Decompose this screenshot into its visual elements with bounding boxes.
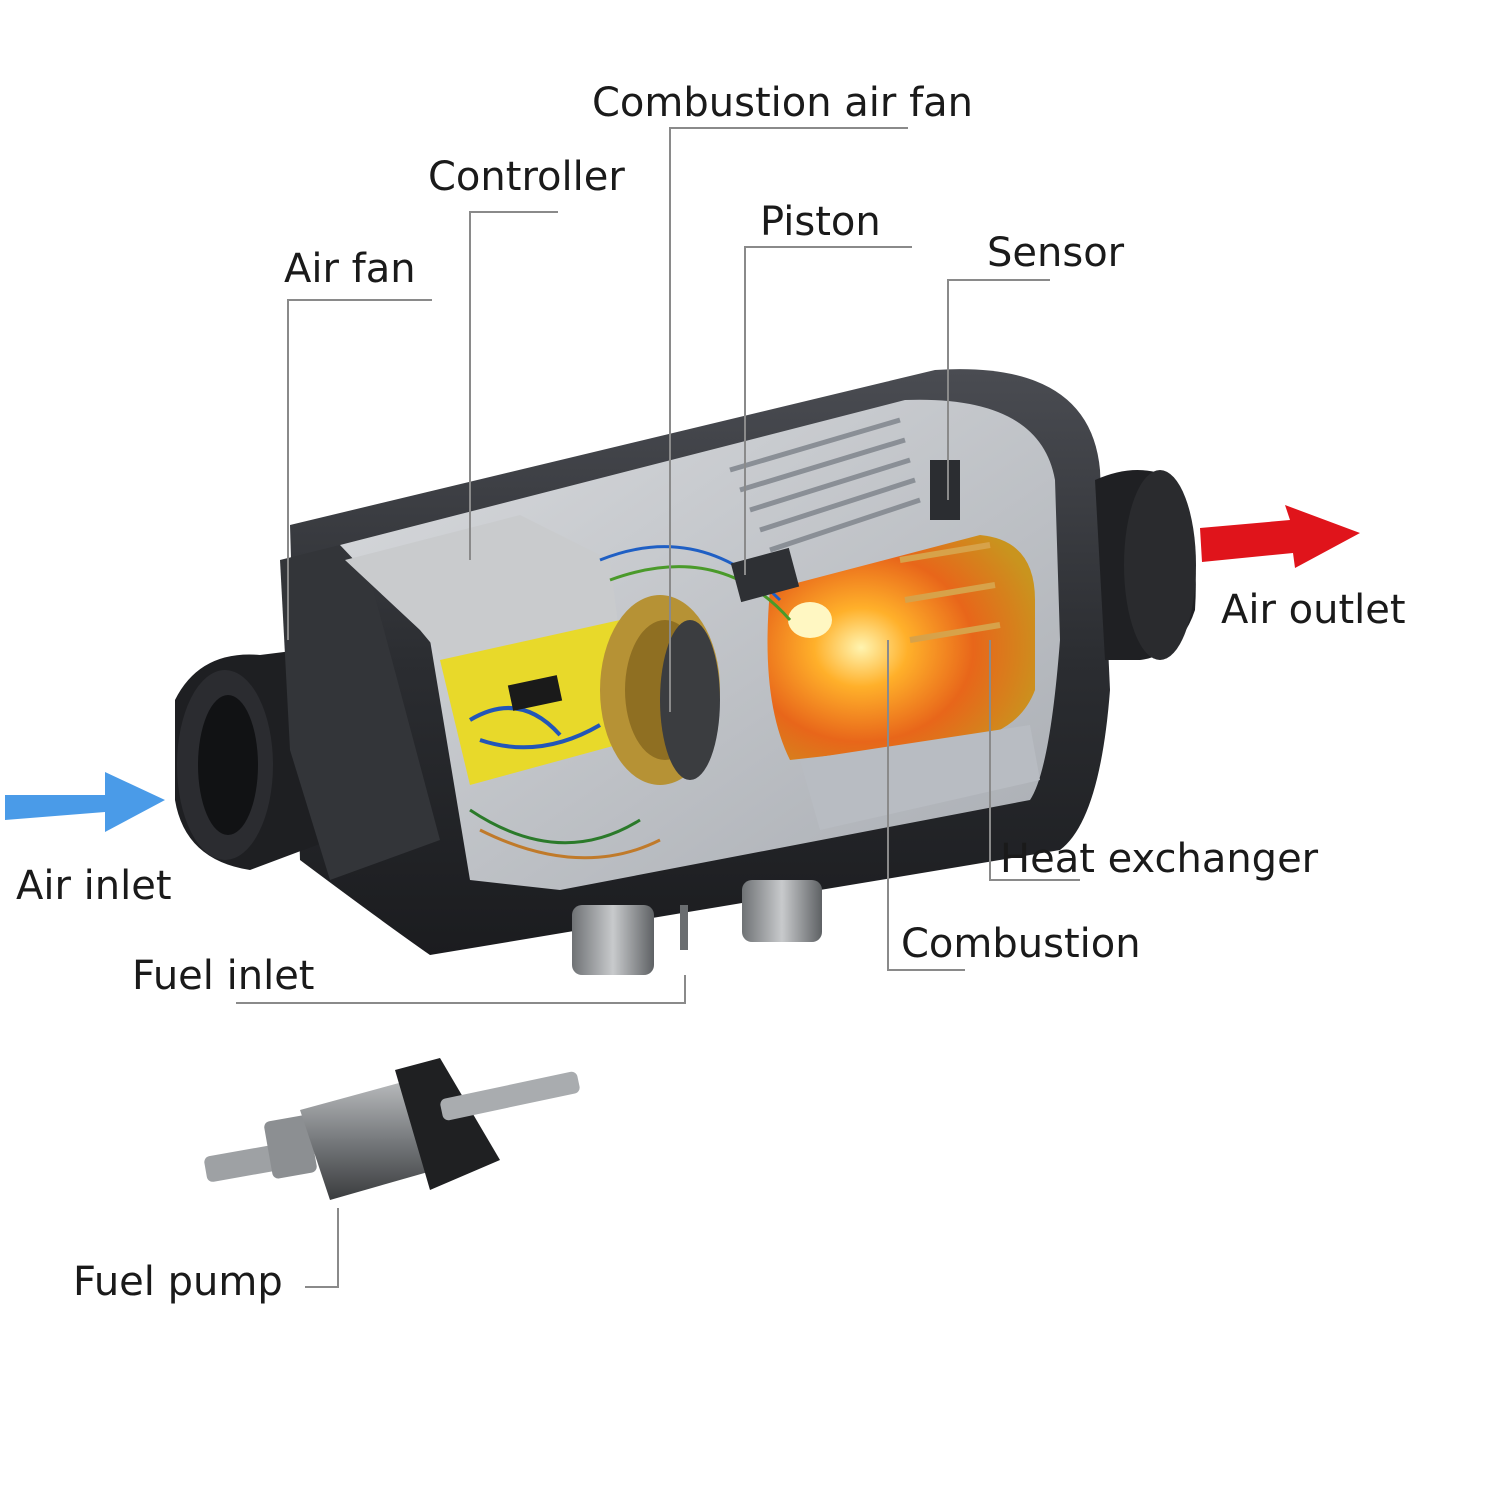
label-fuel-pump: Fuel pump <box>73 1259 283 1305</box>
label-air-fan: Air fan <box>284 246 416 292</box>
label-sensor: Sensor <box>987 230 1125 276</box>
label-combustion-air-fan: Combustion air fan <box>592 80 974 126</box>
label-controller: Controller <box>428 154 625 200</box>
leader-piston <box>744 246 912 575</box>
leader-air-fan <box>287 299 432 640</box>
label-piston: Piston <box>760 199 881 245</box>
leader-controller <box>469 211 558 560</box>
label-air-inlet: Air inlet <box>16 863 172 909</box>
label-heat-exchanger: Heat exchanger <box>1000 836 1319 882</box>
leader-fuel-inlet <box>236 975 686 1004</box>
air-inlet-arrow <box>5 772 165 832</box>
heater-interior <box>340 399 1060 890</box>
label-fuel-inlet: Fuel inlet <box>132 953 315 999</box>
leader-combustion <box>887 640 965 971</box>
leader-fuel-pump <box>305 1208 339 1288</box>
label-air-outlet: Air outlet <box>1221 587 1406 633</box>
leader-sensor <box>947 279 1050 500</box>
leader-heat-exchanger <box>989 640 1080 881</box>
air-outlet-arrow <box>1200 505 1360 568</box>
label-combustion: Combustion <box>901 921 1141 967</box>
fuel-pump-illustration <box>204 1058 580 1200</box>
leader-lines <box>236 127 1080 1288</box>
leader-combustion-air-fan <box>669 127 908 712</box>
